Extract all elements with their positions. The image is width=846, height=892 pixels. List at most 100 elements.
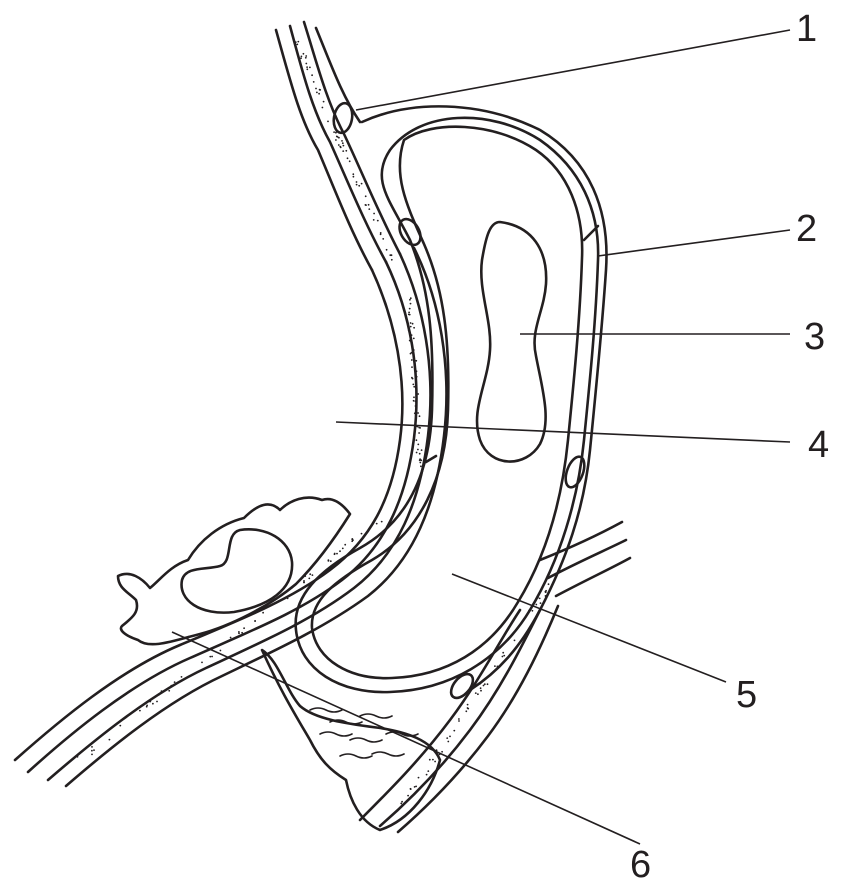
stipple-dot [415, 360, 417, 362]
stipple-dot [373, 213, 375, 215]
stipple-dot [361, 183, 363, 185]
stipple-dot [418, 432, 420, 434]
stipple-dot [313, 81, 315, 83]
stipple-dot [305, 55, 307, 57]
stipple-dot [238, 631, 240, 633]
stipple-dot [351, 539, 353, 541]
label-3: 3 [804, 318, 825, 356]
stipple-dot [467, 707, 469, 709]
stipple-dot [342, 150, 344, 152]
stipple-dot [91, 754, 93, 756]
stipple-dot [413, 349, 415, 351]
leader-line-1 [356, 30, 790, 110]
stipple-dot [391, 254, 393, 256]
stipple-dot [413, 396, 415, 398]
stipple-dot [353, 176, 355, 178]
stipple-dot [349, 160, 351, 162]
stipple-dot [416, 393, 418, 395]
stipple-dot [309, 573, 311, 575]
stipple-dot [347, 157, 349, 159]
stipple-dot [410, 322, 412, 324]
stipple-dot [416, 409, 418, 411]
stipple-dot [152, 703, 154, 705]
stipple-dot [415, 405, 417, 407]
stipple-dot [201, 662, 203, 664]
stipple-dot [91, 750, 93, 752]
stipple-dot [337, 136, 339, 138]
stipple-dot [416, 452, 418, 454]
stipple-dot [480, 690, 482, 692]
stipple-dot [344, 544, 346, 546]
stipple-dot [410, 326, 412, 328]
stipple-dot [532, 610, 534, 612]
stipple-dot [156, 701, 158, 703]
stipple-dot [322, 107, 324, 109]
stipple-dot [300, 57, 302, 59]
stipple-dot [416, 439, 418, 441]
stipple-dot [458, 718, 460, 720]
leader-line-4 [336, 422, 790, 442]
stipple-dot [539, 598, 541, 600]
stipple-dot [417, 444, 419, 446]
stipple-dot [139, 710, 141, 712]
stipple-dot [413, 357, 415, 359]
stipple-dot [305, 63, 307, 65]
right-wall-layers [362, 106, 606, 690]
stipple-dot [209, 656, 211, 658]
stipple-dot [345, 150, 347, 152]
stipple-dot [467, 704, 469, 706]
stipple-dot [557, 573, 559, 575]
stipple-dot [411, 359, 413, 361]
stipple-dot [441, 751, 443, 753]
stipple-dot [220, 650, 222, 652]
stipple-dot [335, 132, 337, 134]
stipple-dot [306, 66, 308, 68]
stipple-dot [419, 458, 421, 460]
stipple-dot [537, 597, 539, 599]
stipple-dot [418, 777, 420, 779]
stipple-dot [483, 685, 485, 687]
label-5: 5 [736, 676, 757, 714]
label-4: 4 [808, 426, 829, 464]
stipple-dot [319, 89, 321, 91]
stipple-dot [419, 415, 421, 417]
stipple-dot [413, 400, 415, 402]
stipple-dot [149, 701, 151, 703]
stipple-dot [386, 249, 388, 251]
stipple-dot [449, 736, 451, 738]
leader-line-2 [598, 230, 790, 256]
stipple-dot [309, 67, 311, 69]
stipple-dot [77, 756, 79, 758]
stipple-dot [429, 759, 431, 761]
stipple-dot [545, 591, 547, 593]
stipple-dot [358, 185, 360, 187]
stipple-dot [502, 652, 504, 654]
stipple-dot [339, 550, 341, 552]
stipple-dot [368, 204, 370, 206]
stipple-dot [412, 384, 414, 386]
stipple-dot [342, 142, 344, 144]
stipple-dot [427, 770, 429, 772]
stipple-dot [432, 759, 434, 761]
stipple-dot [91, 746, 93, 748]
stipple-dot [315, 88, 317, 90]
stipple-dot [416, 376, 418, 378]
stipple-dot [312, 574, 314, 576]
stipple-dot [335, 139, 337, 141]
inner-lumen-shape [477, 222, 546, 462]
stipple-dot [372, 522, 374, 524]
stipple-dot [407, 795, 409, 797]
stipple-texture [77, 41, 561, 806]
stipple-dot [503, 655, 505, 657]
adjacent-organ [118, 498, 350, 645]
stipple-dot [356, 184, 358, 186]
stipple-dot [410, 303, 412, 305]
leader-line-5 [452, 574, 726, 682]
stipple-dot [305, 57, 307, 59]
label-1: 1 [796, 10, 817, 48]
stipple-dot [177, 682, 179, 684]
stipple-dot [411, 366, 413, 368]
stipple-dot [146, 706, 148, 708]
stipple-dot [380, 233, 382, 235]
stipple-dot [415, 786, 417, 788]
